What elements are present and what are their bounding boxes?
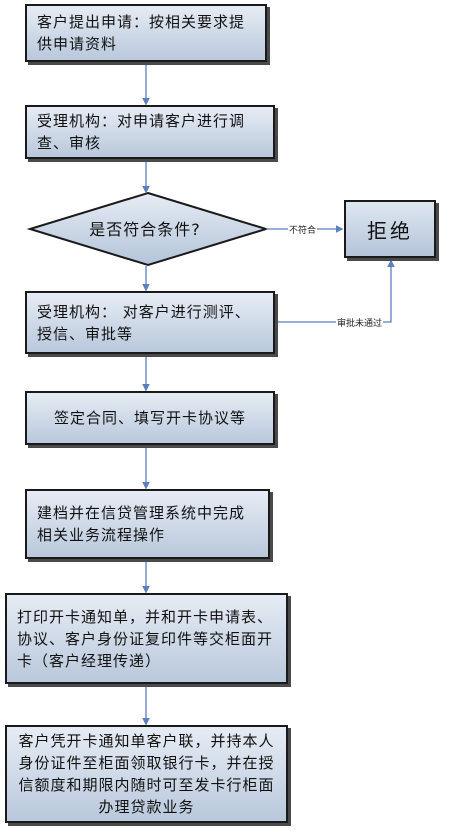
step-contract: 签定合同、填写开卡协议等 <box>25 391 275 445</box>
step-print-notice-text: 打印开卡通知单，并和开卡申请表、协议、客户身份证复印件等交柜面开卡（客户经理传递… <box>17 607 274 670</box>
reject-box: 拒绝 <box>344 200 436 258</box>
step-investigate-text: 受理机构：对申请客户进行调查、审核 <box>37 112 246 152</box>
step-archive: 建档并在信贷管理系统中完成相关业务流程操作 <box>25 489 270 559</box>
arrow-approval-reject <box>276 259 395 323</box>
step-archive-text: 建档并在信贷管理系统中完成相关业务流程操作 <box>37 504 246 544</box>
decision-label: 是否符合条件? <box>89 220 201 239</box>
step-apply-text: 客户提出申请：按相关要求提供申请资料 <box>37 13 246 53</box>
step-investigate: 受理机构：对申请客户进行调查、审核 <box>25 105 275 159</box>
step-contract-text: 签定合同、填写开卡协议等 <box>53 409 246 427</box>
decision-diamond <box>26 191 270 267</box>
edge-label-not-approved: 审批未通过 <box>336 316 384 329</box>
edge-label-not-qualified: 不符合 <box>288 223 318 236</box>
step-evaluate: 受理机构： 对客户进行测评、授信、审批等 <box>25 291 275 354</box>
step-collect-card: 客户凭开卡通知单客户联，并持本人身份证件至柜面领取银行卡，并在授信额度和期限内随… <box>5 725 288 823</box>
step-print-notice: 打印开卡通知单，并和开卡申请表、协议、客户身份证复印件等交柜面开卡（客户经理传递… <box>5 593 288 684</box>
step-evaluate-text: 受理机构： 对客户进行测评、授信、审批等 <box>37 302 251 343</box>
reject-text: 拒绝 <box>367 218 413 243</box>
step-collect-card-text: 客户凭开卡通知单客户联，并持本人身份证件至柜面领取银行卡，并在授信额度和期限内随… <box>18 732 275 816</box>
step-apply: 客户提出申请：按相关要求提供申请资料 <box>25 4 267 62</box>
